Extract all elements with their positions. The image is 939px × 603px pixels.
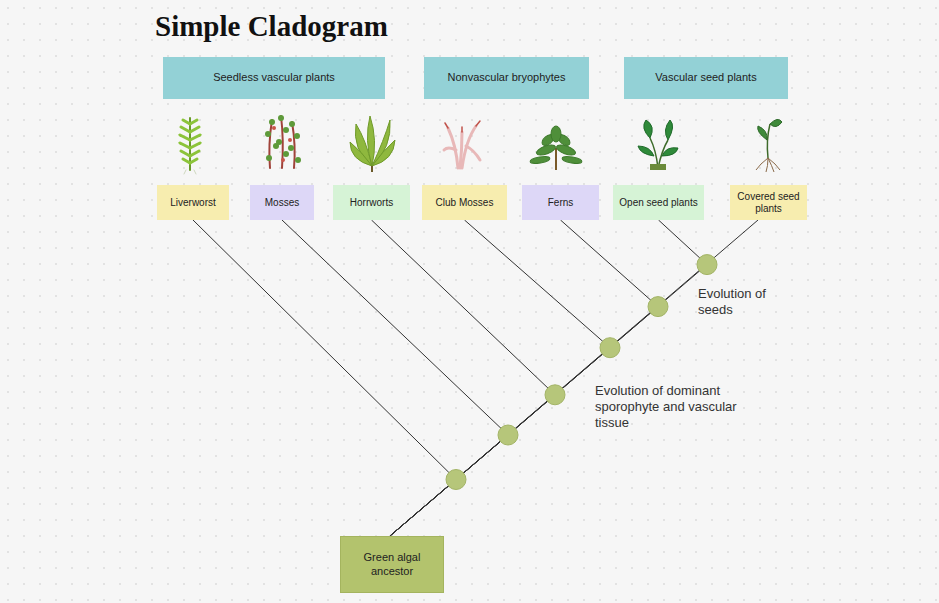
diagram-title: Simple Cladogram: [155, 10, 388, 43]
branch-dot: [446, 470, 466, 490]
plant-icon: [756, 119, 782, 172]
group-band: Nonvascular bryophytes: [424, 57, 589, 99]
annotation-note: Evolution of dominant sporophyte and vas…: [595, 383, 740, 431]
branch-dot: [648, 297, 668, 317]
taxon-box: Liverworst: [157, 185, 229, 220]
node-text: Liverworst: [170, 197, 216, 209]
node-text: Green algal ancestor: [355, 551, 429, 577]
group-band: Vascular seed plants: [624, 57, 788, 99]
node-text: Club Mosses: [436, 197, 494, 209]
taxon-box: Mosses: [250, 185, 314, 220]
node-text: Ferns: [548, 197, 574, 209]
taxon-box: Club Mosses: [422, 185, 507, 220]
branch-dot: [545, 385, 565, 405]
taxon-box: Covered seed plants: [730, 185, 807, 220]
branch-line: [390, 220, 610, 536]
node-text: Horrworts: [350, 197, 393, 209]
plant-icon: [180, 118, 200, 174]
taxon-box: Horrworts: [333, 185, 410, 220]
branch-line: [193, 220, 456, 536]
plant-icon: [350, 116, 395, 172]
plant-icon: [638, 120, 678, 170]
branch-line: [390, 220, 758, 536]
branch-line: [390, 220, 707, 536]
branch-line: [390, 220, 658, 536]
node-text: Open seed plants: [619, 197, 697, 209]
ancestor-box: Green algal ancestor: [340, 536, 444, 593]
group-band: Seedless vascular plants: [163, 57, 385, 99]
plant-icon: [530, 126, 583, 170]
annotation-note: Evolution of seeds: [698, 286, 778, 318]
branch-dot: [498, 425, 518, 445]
node-text: Seedless vascular plants: [213, 71, 335, 84]
node-text: Covered seed plants: [734, 191, 803, 215]
branch-dot: [600, 338, 620, 358]
plant-icon: [265, 115, 301, 168]
taxon-box: Ferns: [522, 185, 599, 220]
branch-dot: [697, 255, 717, 275]
plant-icon: [444, 121, 480, 168]
node-text: Mosses: [265, 197, 299, 209]
node-text: Nonvascular bryophytes: [447, 71, 565, 84]
node-text: Vascular seed plants: [655, 71, 756, 84]
branch-line: [282, 220, 508, 536]
branch-line: [372, 220, 556, 536]
taxon-box: Open seed plants: [613, 185, 704, 220]
